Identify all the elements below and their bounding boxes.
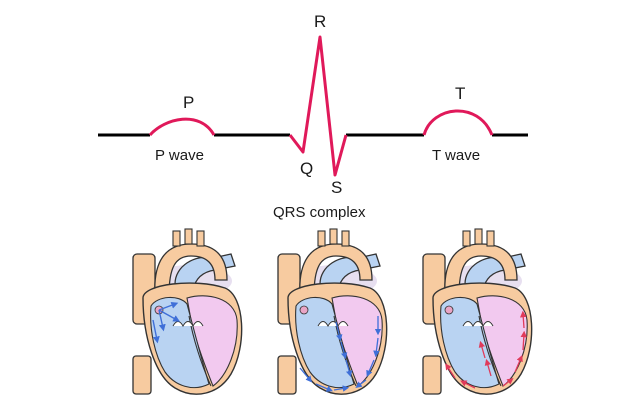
t-label: T [455,84,465,103]
t-wave-label: T wave [432,147,480,164]
q-label: Q [300,159,313,178]
heart-atrial-depolarization [132,228,243,395]
ventricular-repolarization-arrows [445,310,528,389]
heart-ventricular-depolarization [277,228,388,395]
p-wave-label: P wave [155,147,204,164]
ventricular-depolarization-arrows [299,316,382,392]
p-wave-curve [148,117,216,137]
r-label: R [314,12,326,31]
atrial-signal-arrows [152,301,181,344]
qrs-complex-label: QRS complex [273,204,366,221]
qrs-complex-curve [288,35,348,177]
p-label: P [183,93,194,112]
heart-ventricular-repolarization [422,228,533,395]
t-wave-curve [422,109,494,136]
s-label: S [331,178,342,197]
